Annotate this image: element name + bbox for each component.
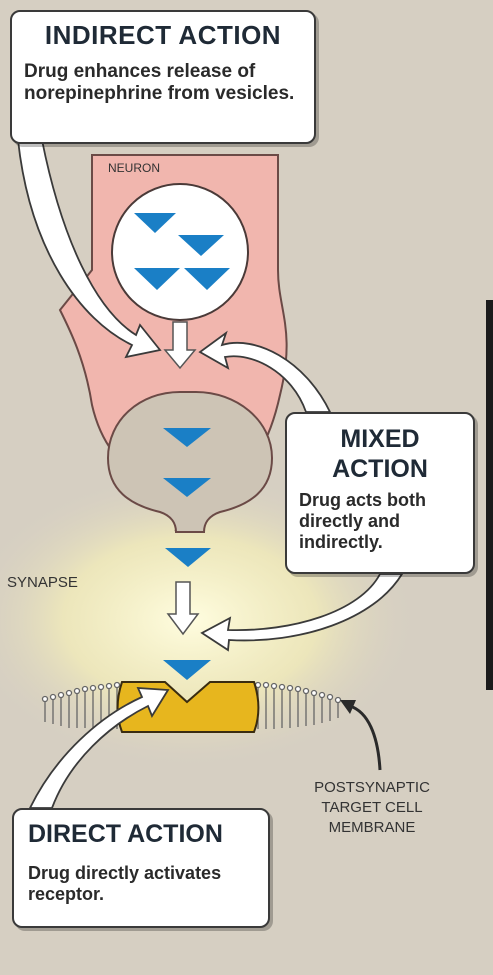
synapse-label: SYNAPSE (7, 574, 78, 591)
frame-edge (486, 300, 493, 690)
membrane-label-line1: POSTSYNAPTIC (296, 778, 448, 798)
mixed-action-callout: MIXED ACTION Drug acts both directly and… (285, 412, 475, 574)
direct-action-callout: DIRECT ACTION Drug directly activates re… (12, 808, 270, 928)
membrane-label: POSTSYNAPTIC TARGET CELL MEMBRANE (296, 778, 448, 838)
mixed-action-description: Drug acts both directly and indirectly. (299, 490, 461, 553)
mixed-action-title: MIXED ACTION (299, 424, 461, 484)
membrane-label-line3: MEMBRANE (296, 818, 448, 838)
indirect-action-title: INDIRECT ACTION (24, 20, 302, 51)
direct-action-description: Drug directly activates receptor. (28, 863, 254, 905)
direct-action-title: DIRECT ACTION (28, 820, 254, 849)
neuron-label: NEURON (108, 161, 160, 175)
mixed-action-title-line2: ACTION (332, 455, 428, 483)
indirect-action-callout: INDIRECT ACTION Drug enhances release of… (10, 10, 316, 144)
membrane-label-line2: TARGET CELL (296, 798, 448, 818)
mixed-action-title-line1: MIXED (340, 425, 419, 453)
indirect-action-description: Drug enhances release of norepinephrine … (24, 61, 302, 105)
vesicle (112, 184, 248, 320)
